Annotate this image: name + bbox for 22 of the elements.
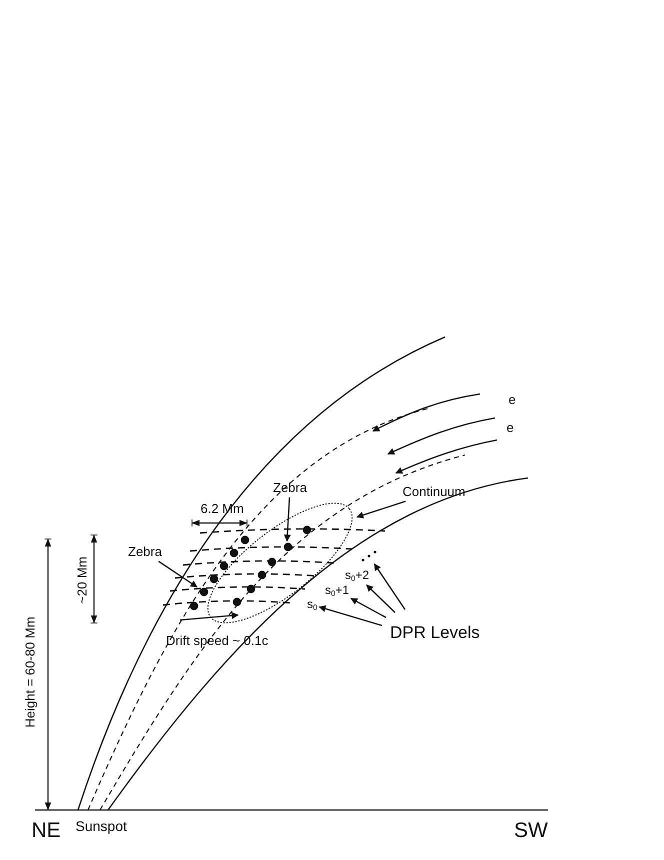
callout-text: Continuum <box>402 485 466 500</box>
leader-arrow <box>350 598 386 618</box>
leader-arrow <box>318 605 382 626</box>
dimension-label: Height = 60-80 Mm <box>22 616 38 728</box>
level-label: s$_{0}$+1 <box>325 584 350 598</box>
callout-text: DPR Levels <box>390 624 480 642</box>
dimension-label: ~20 Mm <box>75 556 90 604</box>
leader-arrow <box>374 563 406 610</box>
leader-arrow <box>284 497 291 542</box>
level-label: s$_{0}$+2 <box>345 568 370 583</box>
direction-label: SW <box>514 818 548 842</box>
leader-arrow <box>356 500 406 518</box>
leader-arrow <box>366 584 396 613</box>
location-label: Sunspot <box>76 818 127 834</box>
level-label: s$_{0}$ <box>307 598 318 612</box>
callout-text: Zebra <box>128 545 162 560</box>
direction-label: NE <box>32 818 61 842</box>
electron-label: e <box>508 393 516 408</box>
electron-label: e <box>506 421 514 436</box>
leader-arrow <box>158 560 198 588</box>
annotation-text: Drift speed ~ 0.1c <box>166 634 268 648</box>
callout-text: Zebra <box>273 481 307 496</box>
